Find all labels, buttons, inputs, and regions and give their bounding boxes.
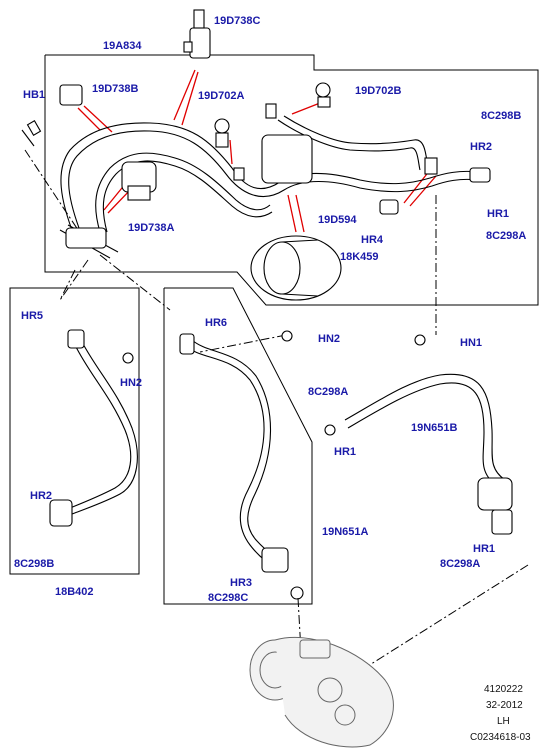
diagram-side: LH — [497, 716, 510, 727]
callout-HB1[interactable]: HB1 — [23, 89, 46, 101]
callout-HR1-top[interactable]: HR1 — [487, 208, 510, 220]
callout-HR6[interactable]: HR6 — [205, 317, 228, 329]
top-assembly-frame — [44, 54, 539, 306]
diagram-date: 32-2012 — [486, 700, 523, 711]
hose-19N651A — [179, 330, 304, 600]
callout-8C298B-left[interactable]: 8C298B — [14, 558, 55, 570]
part-18K459 — [250, 235, 342, 301]
callout-19D594[interactable]: 19D594 — [318, 214, 357, 226]
callout-HN1[interactable]: HN1 — [460, 337, 483, 349]
callout-HR1-right[interactable]: HR1 — [473, 543, 496, 555]
callout-8C298B-top[interactable]: 8C298B — [481, 110, 522, 122]
callout-8C298A-right[interactable]: 8C298A — [440, 558, 481, 570]
callout-18K459[interactable]: 18K459 — [340, 251, 379, 263]
compressor — [249, 636, 394, 748]
red-leaders — [77, 69, 437, 233]
callout-HR5[interactable]: HR5 — [21, 310, 44, 322]
callout-HR1-mid[interactable]: HR1 — [334, 446, 357, 458]
hose-18B402 — [49, 329, 138, 527]
callout-19N651B[interactable]: 19N651B — [411, 422, 458, 434]
callout-8C298A-mid[interactable]: 8C298A — [308, 386, 349, 398]
callout-19D702B[interactable]: 19D702B — [355, 85, 402, 97]
callout-HR4[interactable]: HR4 — [361, 234, 384, 246]
callout-HN2-left[interactable]: HN2 — [120, 377, 143, 389]
callout-19A834[interactable]: 19A834 — [103, 40, 142, 52]
callout-19D738B[interactable]: 19D738B — [92, 83, 139, 95]
callout-HR2-top[interactable]: HR2 — [470, 141, 493, 153]
bolt-HB1 — [21, 120, 42, 147]
callout-19D738C[interactable]: 19D738C — [214, 15, 261, 27]
callout-HR3[interactable]: HR3 — [230, 577, 253, 589]
callout-HR2-left[interactable]: HR2 — [30, 490, 53, 502]
callout-19D738A[interactable]: 19D738A — [128, 222, 175, 234]
hose-19N651B — [324, 334, 513, 535]
callout-8C298C[interactable]: 8C298C — [208, 592, 249, 604]
callout-8C298A-top[interactable]: 8C298A — [486, 230, 527, 242]
callout-HN2-mid[interactable]: HN2 — [318, 333, 341, 345]
upper-parts — [59, 9, 491, 249]
middle-subassembly-frame — [163, 287, 313, 605]
diagram-ref-number: 4120222 — [484, 684, 523, 695]
callout-19D702A[interactable]: 19D702A — [198, 90, 245, 102]
callout-18B402[interactable]: 18B402 — [55, 586, 94, 598]
diagram-code: C0234618-03 — [470, 732, 531, 743]
left-subassembly-frame — [9, 287, 140, 575]
callout-19N651A[interactable]: 19N651A — [322, 526, 369, 538]
